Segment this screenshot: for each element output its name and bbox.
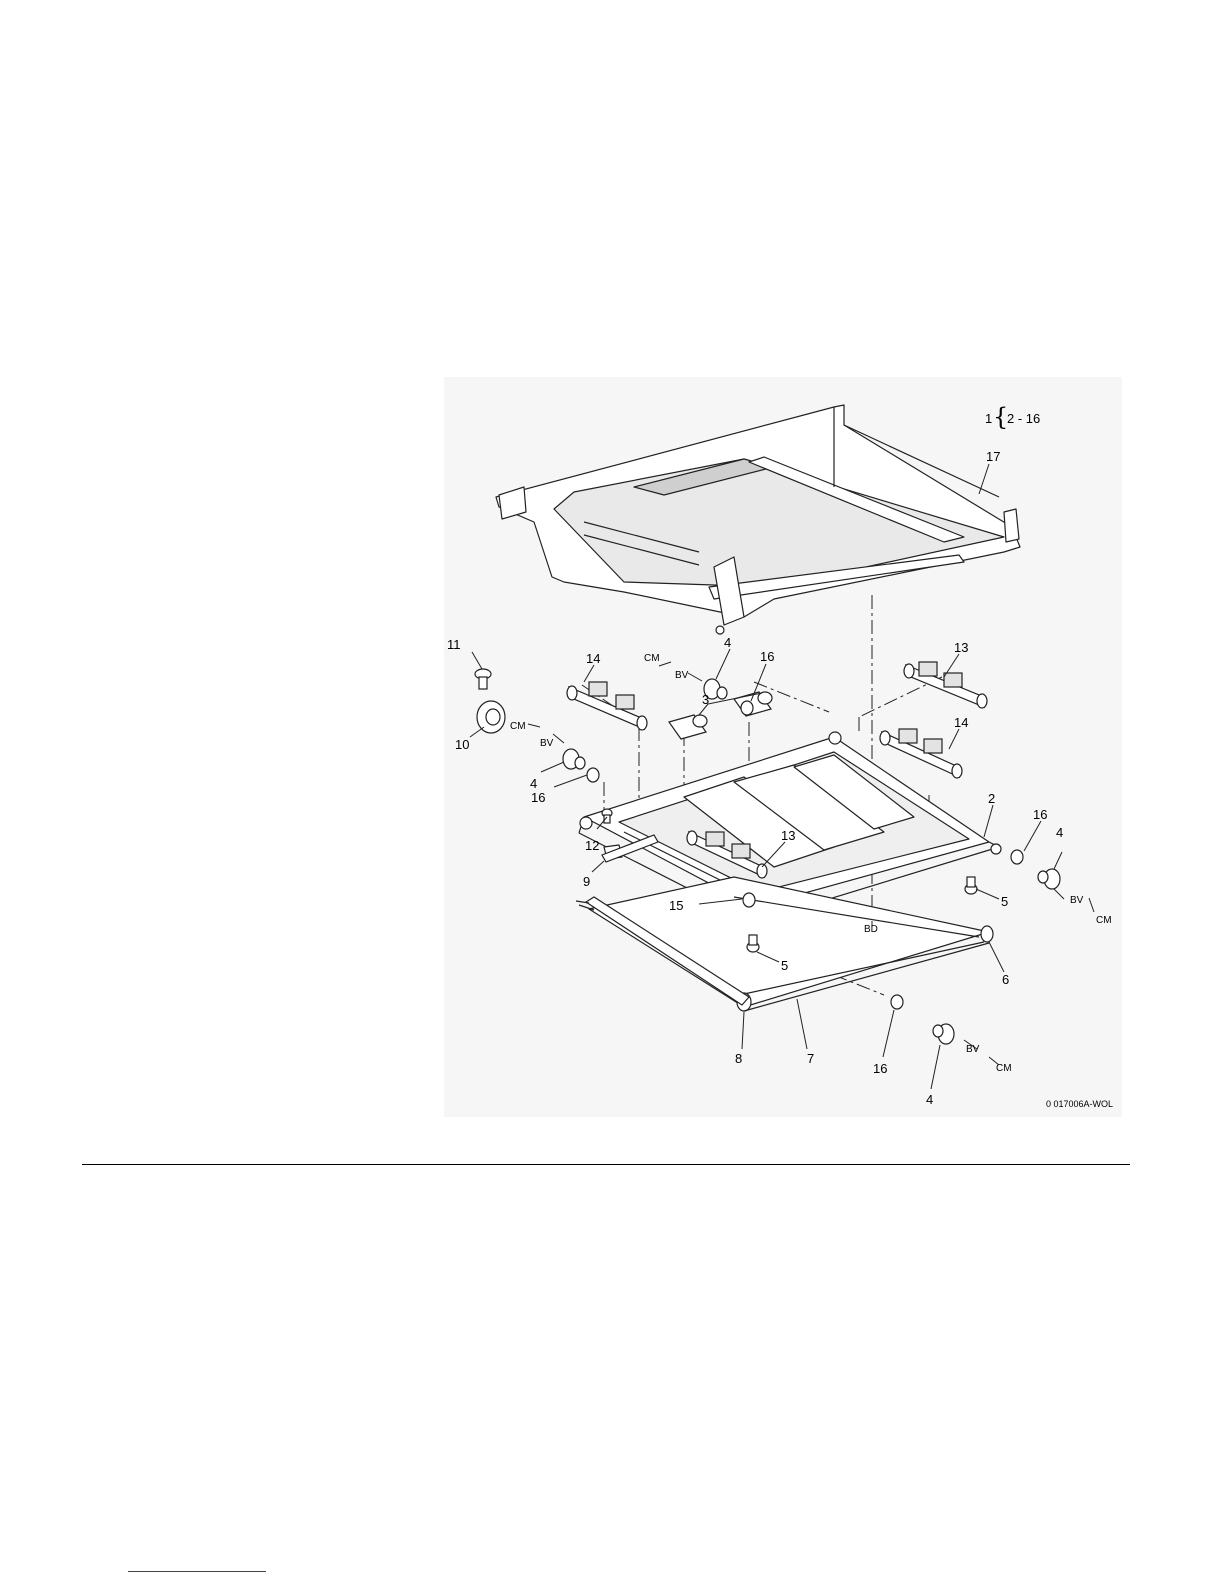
callout-16-top: 16 xyxy=(760,649,774,664)
bearing-16-bottom xyxy=(891,995,903,1009)
callout-9: 9 xyxy=(583,874,590,889)
callout-13-lower: 13 xyxy=(781,828,795,843)
group-brace: { xyxy=(993,403,1008,431)
callout-16-bottom: 16 xyxy=(873,1061,887,1076)
callout-12: 12 xyxy=(585,838,599,853)
callout-10: 10 xyxy=(455,737,469,752)
bearing-16-right xyxy=(1011,850,1023,864)
bearing-15 xyxy=(743,893,755,907)
code-cm-left: CM xyxy=(510,721,526,732)
callout-6: 6 xyxy=(1002,972,1009,987)
gear-10 xyxy=(477,701,505,733)
callout-2: 2 xyxy=(988,791,995,806)
callout-15: 15 xyxy=(669,898,683,913)
code-bv-top: BV xyxy=(675,670,689,681)
code-bv-bottom: BV xyxy=(966,1044,980,1055)
stud-5-right xyxy=(965,877,977,894)
callout-5-right: 5 xyxy=(1001,894,1008,909)
code-bv-right: BV xyxy=(1070,895,1084,906)
callout-7: 7 xyxy=(807,1051,814,1066)
callout-14-right: 14 xyxy=(954,715,968,730)
footer-link-underline[interactable] xyxy=(128,1571,266,1572)
callout-13-right: 13 xyxy=(954,640,968,655)
callout-8: 8 xyxy=(735,1051,742,1066)
callout-16-right: 16 xyxy=(1033,807,1047,822)
figure-id: 0 017006A-WOL xyxy=(1046,1099,1113,1109)
horizontal-rule xyxy=(82,1164,1130,1165)
code-bv-left: BV xyxy=(540,738,554,749)
stud-5-left xyxy=(747,935,759,952)
bearing-16-left xyxy=(587,768,599,782)
code-cm-right: CM xyxy=(1096,915,1112,926)
group-label-range: 2 - 16 xyxy=(1007,411,1040,426)
callout-5-left: 5 xyxy=(781,958,788,973)
group-label-item: 1 xyxy=(985,411,992,426)
callout-3: 3 xyxy=(702,692,709,707)
exploded-parts-diagram: 1 { 2 - 16 17 11 14 4 16 13 10 3 14 2 16… xyxy=(444,377,1122,1117)
diagram-canvas: 1 { 2 - 16 17 11 14 4 16 13 10 3 14 2 16… xyxy=(444,377,1122,1117)
callout-16-left: 16 xyxy=(531,790,545,805)
callout-4-top: 4 xyxy=(724,635,731,650)
code-cm-top: CM xyxy=(644,653,660,664)
code-bd: BD xyxy=(864,924,878,935)
callout-4-left: 4 xyxy=(530,776,537,791)
code-cm-bottom: CM xyxy=(996,1063,1012,1074)
bearing-16-top xyxy=(741,701,753,715)
callout-11: 11 xyxy=(447,637,461,652)
callout-14-left: 14 xyxy=(586,651,600,666)
callout-4-bottom: 4 xyxy=(926,1092,933,1107)
callout-17: 17 xyxy=(986,449,1000,464)
callout-4-right: 4 xyxy=(1056,825,1063,840)
